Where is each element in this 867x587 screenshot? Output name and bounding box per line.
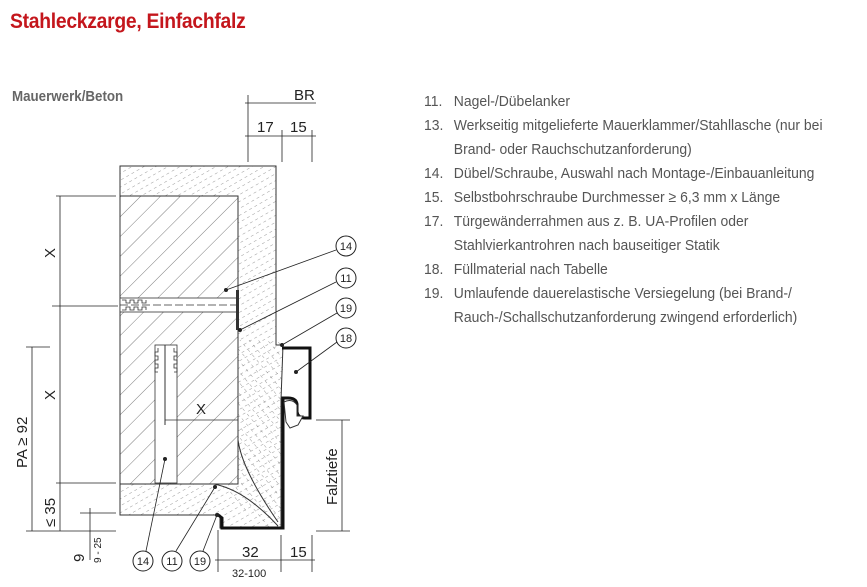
legend-item: 14. Dübel/Schraube, Auswahl nach Montage-… bbox=[424, 162, 833, 186]
dowel-vertical bbox=[154, 344, 238, 484]
callout-14-bottom: 14 bbox=[137, 556, 149, 568]
legend-item: 19. Umlaufende dauerelastische Versiegelu… bbox=[424, 282, 833, 330]
callout-11-bottom: 11 bbox=[166, 556, 177, 568]
legend-number: 18. bbox=[424, 261, 444, 278]
legend-text: Nagel-/Dübelanker bbox=[453, 93, 571, 110]
legend-number: 14. bbox=[424, 165, 444, 182]
legend-text: Füllmaterial nach Tabelle bbox=[453, 261, 608, 278]
legend-text: Türgewänderrahmen aus z. B. UA-Profilen … bbox=[453, 213, 749, 254]
legend-text: Werkseitig mitgelieferte Mauerklammer/St… bbox=[453, 117, 823, 158]
door-seal bbox=[283, 400, 304, 429]
legend-text: Selbstbohrschraube Durchmesser ≥ 6,3 mm … bbox=[453, 189, 781, 206]
legend-item: 17. Türgewänderrahmen aus z. B. UA-Profil… bbox=[424, 210, 833, 258]
dim-x-upper: X bbox=[42, 248, 59, 258]
dim-9: 9 bbox=[71, 554, 88, 562]
legend-text: Dübel/Schraube, Auswahl nach Montage-/Ei… bbox=[453, 165, 815, 182]
callout-18: 18 bbox=[340, 333, 352, 345]
section-subtitle: Mauerwerk/Beton bbox=[12, 89, 124, 105]
steel-frame-profile bbox=[216, 346, 312, 530]
legend-number: 19. bbox=[424, 285, 444, 302]
dim-32-100: 32-100 bbox=[232, 568, 266, 580]
dim-x-horizontal: X bbox=[196, 401, 206, 418]
filler-material bbox=[222, 340, 283, 528]
legend-item: 18. Füllmaterial nach Tabelle bbox=[424, 258, 833, 282]
dim-32: 32 bbox=[242, 544, 259, 561]
dim-15-bottom: 15 bbox=[290, 544, 307, 561]
legend-number: 13. bbox=[424, 117, 444, 134]
legend-list: 11. Nagel-/Dübelanker 13. Werkseitig mitge… bbox=[424, 90, 833, 330]
dim-17: 17 bbox=[257, 119, 274, 136]
anchor-strip bbox=[237, 439, 279, 523]
dim-le35: ≤ 35 bbox=[42, 498, 59, 527]
legend-text: Umlaufende dauerelastische Versiegelung … bbox=[453, 285, 798, 326]
legend-number: 15. bbox=[424, 189, 444, 206]
callout-circles bbox=[132, 235, 357, 572]
nail-anchor-horizontal bbox=[119, 290, 239, 330]
dim-x-lower: X bbox=[42, 390, 59, 400]
dim-9-25: 9 - 25 bbox=[93, 537, 104, 563]
page-title: Stahleckzarge, Einfachfalz bbox=[10, 10, 246, 33]
legend-number: 11. bbox=[424, 93, 443, 110]
callout-19-bottom: 19 bbox=[194, 556, 206, 568]
dimension-lines bbox=[26, 95, 350, 572]
callout-14: 14 bbox=[340, 241, 352, 253]
dim-pa: PA ≥ 92 bbox=[14, 417, 31, 468]
leader-dots bbox=[163, 288, 298, 517]
legend-number: 17. bbox=[424, 213, 444, 230]
legend-item: 11. Nagel-/Dübelanker bbox=[424, 90, 833, 114]
legend-item: 13. Werkseitig mitgelieferte Mauerklammer… bbox=[424, 114, 833, 162]
dim-15-top: 15 bbox=[290, 119, 307, 136]
callout-11: 11 bbox=[340, 273, 351, 285]
masonry-wall bbox=[119, 166, 239, 515]
dim-falztiefe: Falztiefe bbox=[324, 448, 341, 505]
dim-br: BR bbox=[294, 87, 315, 104]
callout-19: 19 bbox=[340, 303, 352, 315]
legend-item: 15. Selbstbohrschraube Durchmesser ≥ 6,3 … bbox=[424, 186, 833, 210]
